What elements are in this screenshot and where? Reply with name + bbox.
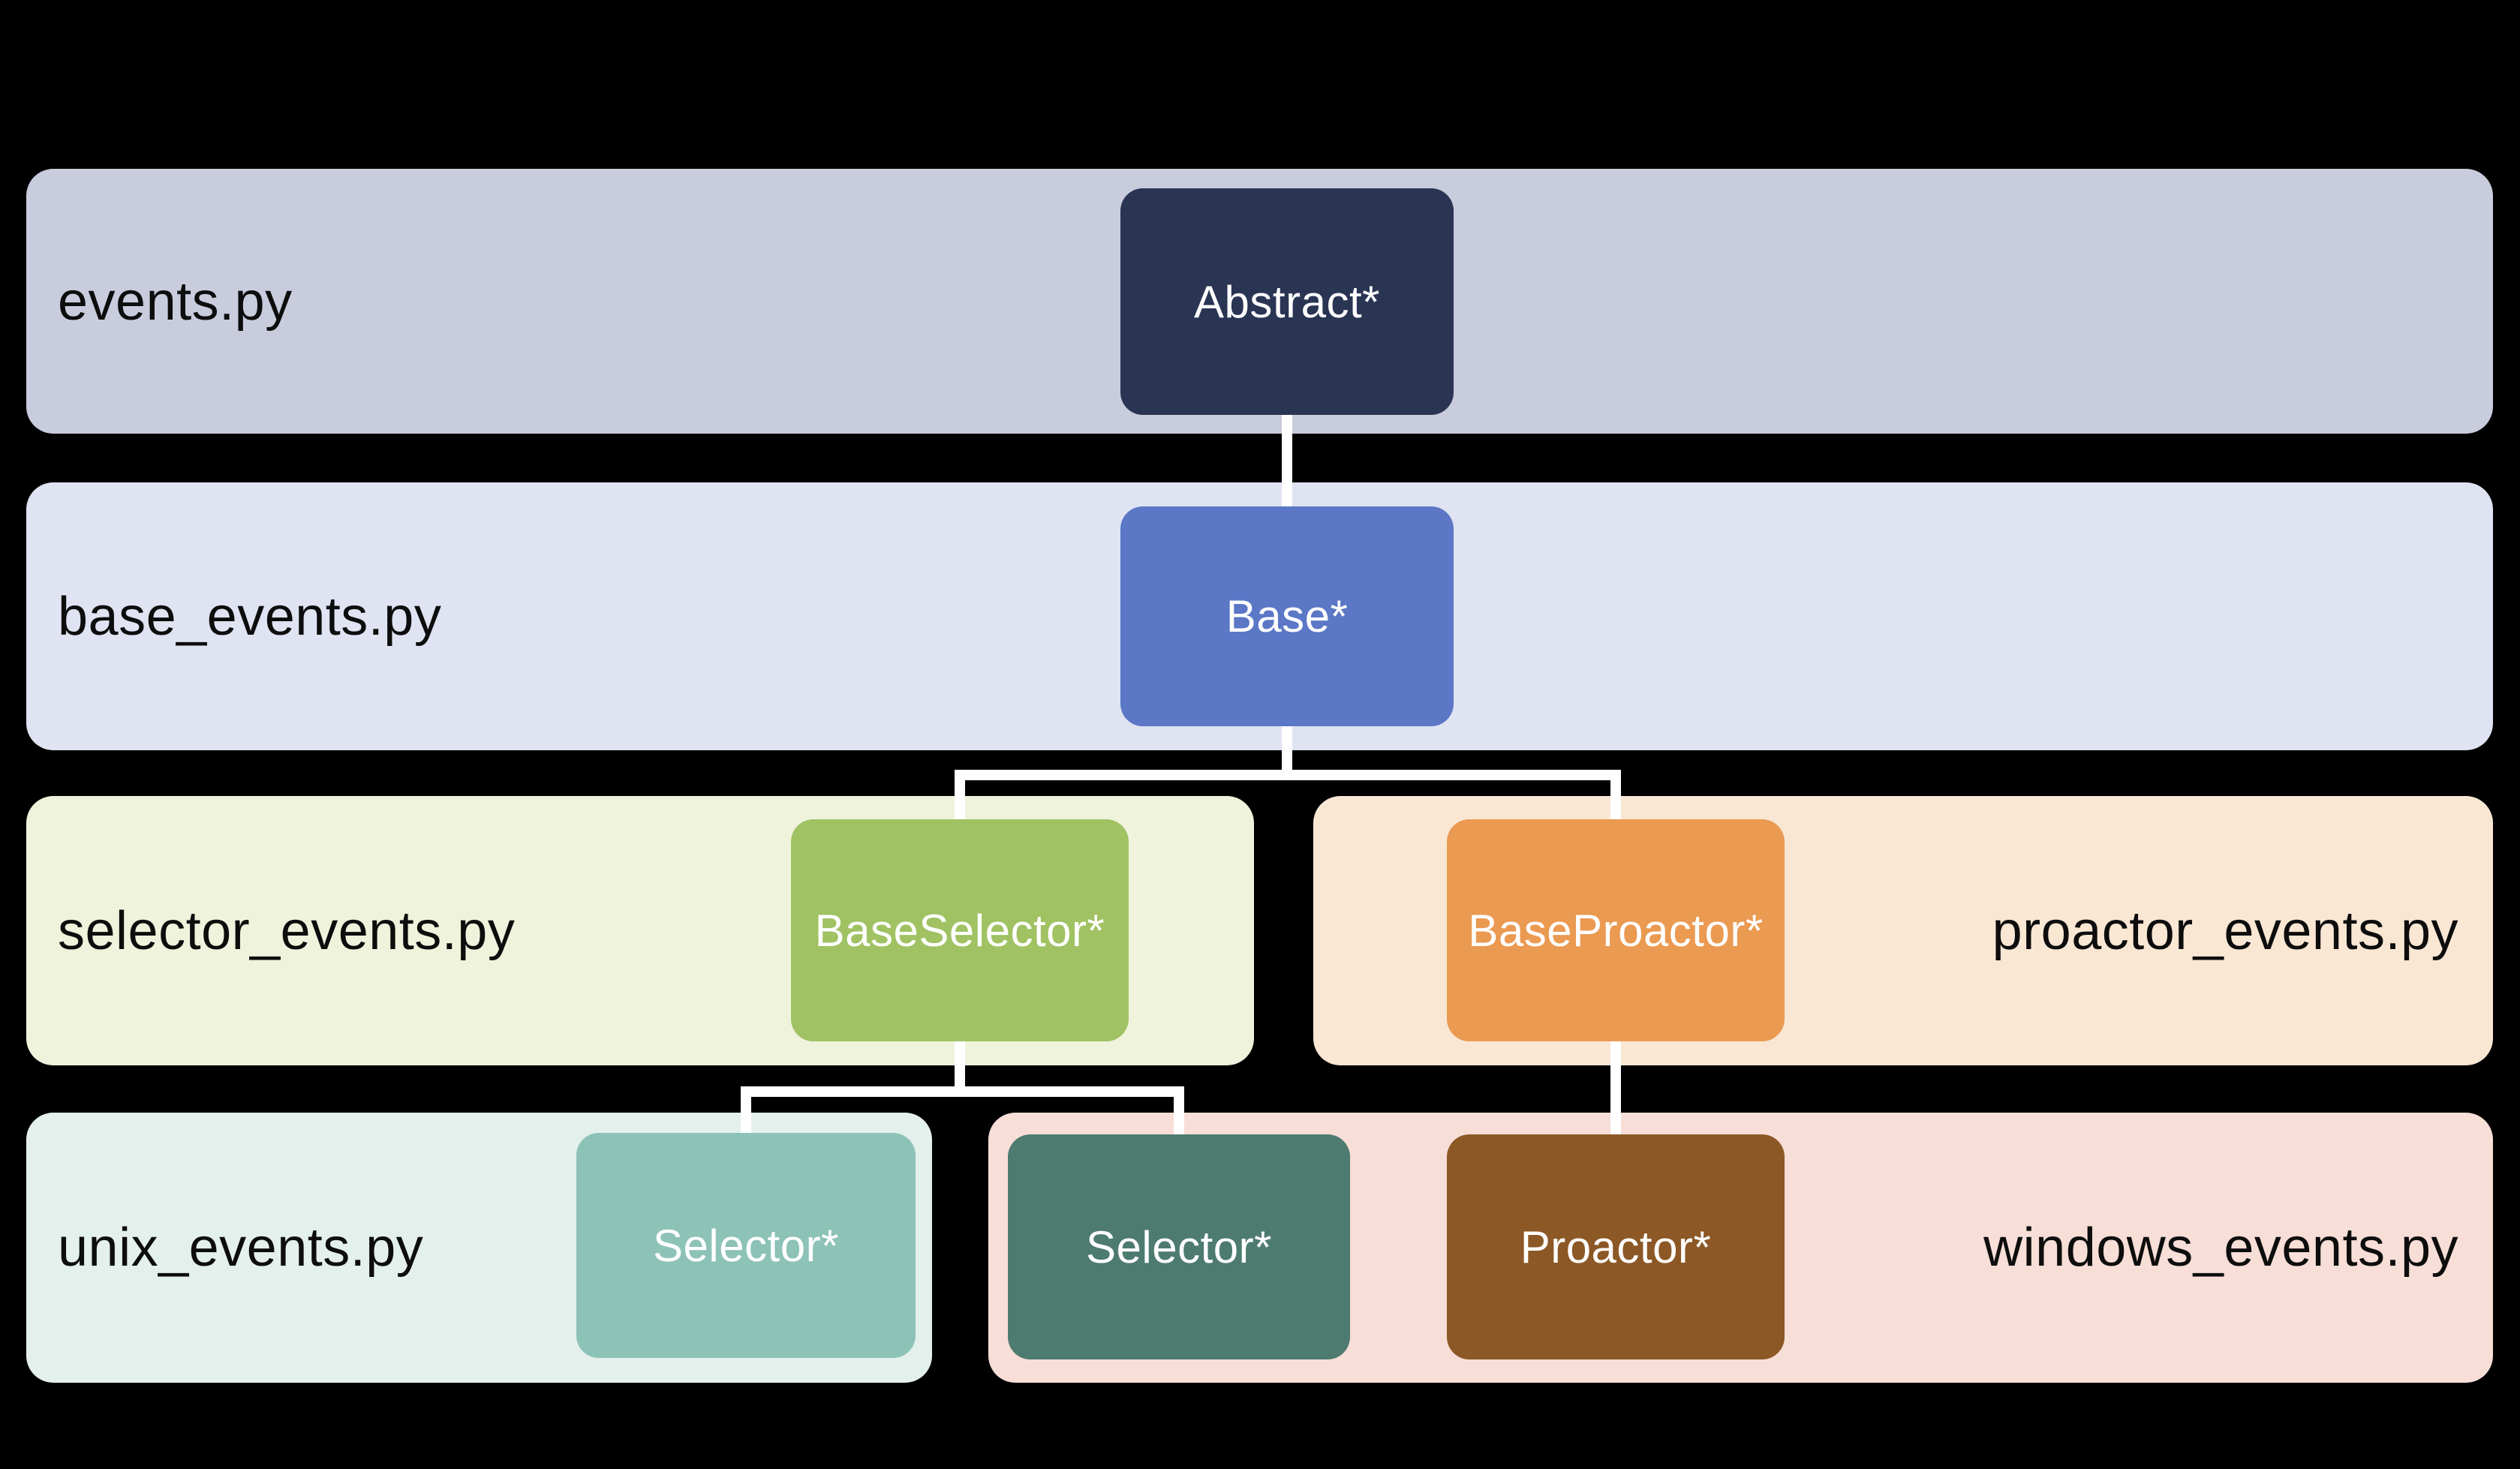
file-label-base-events: base_events.py [58,586,442,647]
class-node-base: Base* [1120,506,1454,726]
connector-baseselector-to-selector-unix [741,1086,751,1143]
file-label-windows-events: windows_events.py [1983,1218,2458,1278]
file-label-unix-events: unix_events.py [58,1218,424,1278]
class-node-label: BaseSelector* [814,905,1105,956]
file-label-selector-events: selector_events.py [58,900,516,961]
class-node-label: Base* [1225,591,1349,641]
class-node-proactor: Proactor* [1447,1134,1785,1359]
file-label-events: events.py [58,271,293,332]
connector-base-to-baseselector [955,770,965,830]
class-node-baseselector: BaseSelector* [791,819,1129,1041]
class-node-label: BaseProactor* [1468,905,1764,956]
class-node-baseproactor: BaseProactor* [1447,819,1785,1041]
class-node-label: Proactor* [1520,1221,1712,1272]
connector-baseselector-to-selector-windows [1174,1086,1184,1143]
class-node-abstract: Abstract* [1120,188,1454,415]
class-node-selector-unix: Selector* [576,1133,916,1358]
connector-abstract-to-base [1282,411,1292,510]
connector-baseselector-stem [955,1038,965,1092]
class-node-label: Selector* [1086,1221,1272,1272]
file-label-proactor-events: proactor_events.py [1992,900,2458,961]
connector-selector-branch-horizontal [741,1086,1184,1097]
connector-base-to-baseproactor [1610,770,1621,830]
class-node-label: Abstract* [1194,276,1380,327]
connector-baseproactor-to-proactor [1610,1038,1621,1143]
class-node-label: Selector* [653,1220,839,1271]
connector-base-branch-horizontal [955,770,1621,780]
connector-base-stem [1282,723,1292,776]
class-node-selector-windows: Selector* [1008,1134,1350,1359]
